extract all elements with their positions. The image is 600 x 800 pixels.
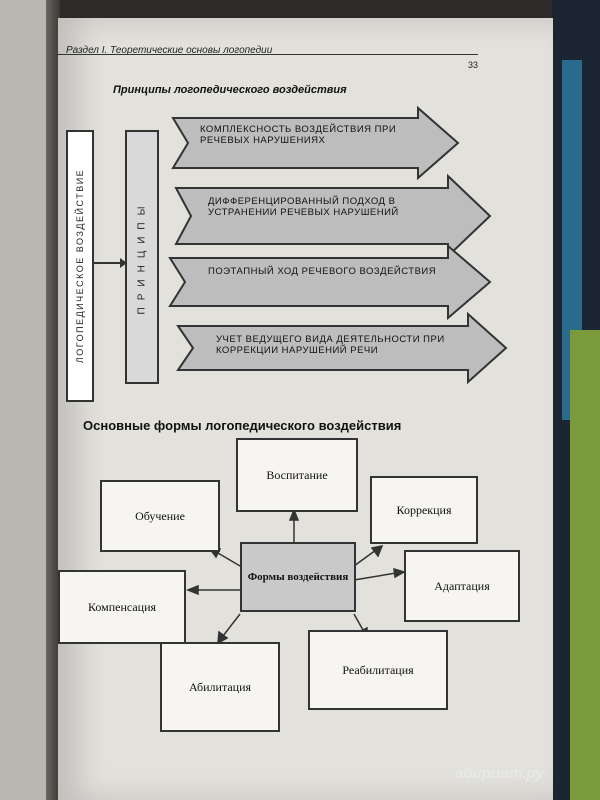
node-education: Обучение [100,480,220,552]
principle-arrow-4 [176,311,508,385]
principle-text-2: ДИФФЕРЕНЦИРОВАННЫЙ ПОДХОД В УСТРАНЕНИИ Р… [208,196,399,218]
forms-title: Основные формы логопедического воздейств… [83,418,402,433]
header-rule [58,54,478,55]
running-header: Раздел I. Теоретические основы логопедии [66,45,273,56]
principles-label: ПРИНЦИПЫ [136,199,148,315]
node-habilitation: Абилитация [160,642,280,732]
principle-text-4: УЧЕТ ВЕДУЩЕГО ВИДА ДЕЯТЕЛЬНОСТИ ПРИ КОРР… [216,334,445,356]
logopedic-impact-label: ЛОГОПЕДИЧЕСКОЕ ВОЗДЕЙСТВИЕ [75,168,85,364]
connector-arrowhead [120,258,127,268]
node-upbringing: Воспитание [236,438,358,512]
book-spine [46,0,60,800]
node-compensation: Компенсация [58,570,186,644]
logopedic-impact-box: ЛОГОПЕДИЧЕСКОЕ ВОЗДЕЙСТВИЕ [66,130,94,402]
principle-arrow-1 [171,105,460,181]
principles-box: ПРИНЦИПЫ [125,130,159,384]
principles-title: Принципы логопедического воздействия [113,84,347,96]
node-center-forms: Формы воздействия [240,542,356,612]
node-adaptation: Адаптация [404,550,520,622]
principle-text-1: КОМПЛЕКСНОСТЬ ВОЗДЕЙСТВИЯ ПРИ РЕЧЕВЫХ НА… [200,124,397,146]
node-correction: Коррекция [370,476,478,544]
principle-arrow-3 [168,243,492,321]
book-cover-edge [552,0,600,800]
principle-text-3: ПОЭТАПНЫЙ ХОД РЕЧЕВОГО ВОЗДЕЙСТВИЯ [208,266,437,277]
node-rehabilitation: Реабилитация [308,630,448,710]
diagram-shapes [90,105,508,645]
book-page: Раздел I. Теоретические основы логопедии… [58,18,553,800]
watermark-labirint: абиринт.ру [455,765,544,782]
page-number: 33 [468,60,479,70]
